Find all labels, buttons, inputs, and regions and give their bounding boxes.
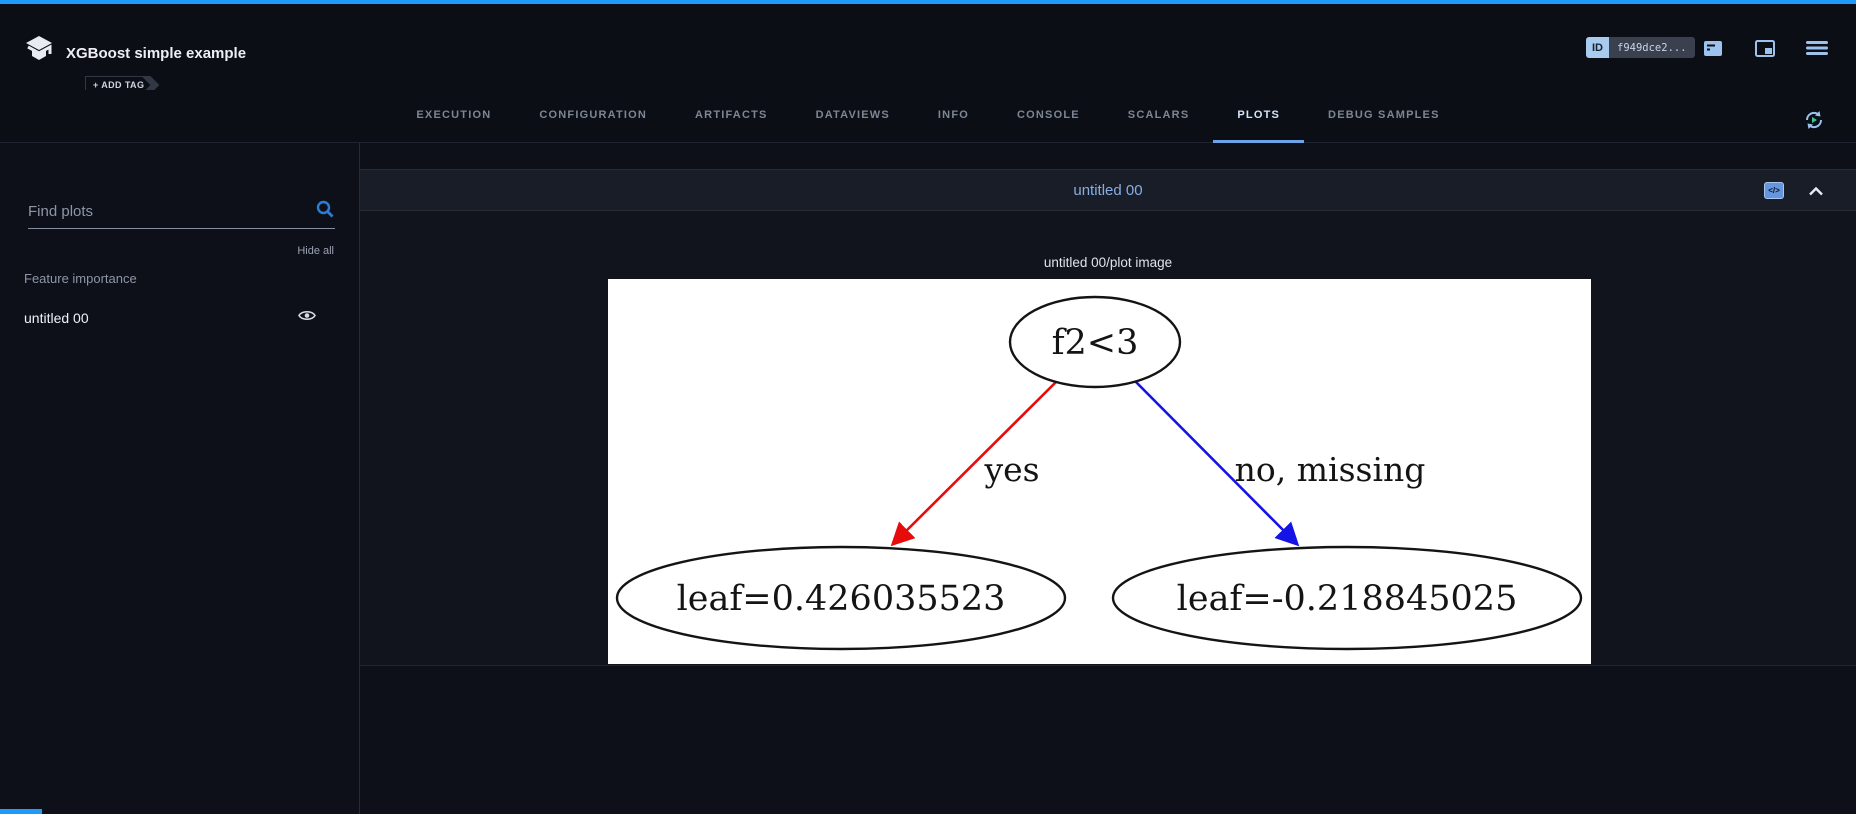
experiment-title: XGBoost simple example: [66, 45, 247, 62]
tab-execution[interactable]: EXECUTION: [416, 109, 492, 121]
comment-icon[interactable]: [1700, 37, 1726, 59]
hide-all-link[interactable]: Hide all: [297, 245, 334, 257]
auto-refresh-icon[interactable]: [1802, 108, 1826, 132]
plot-panel-title: untitled 00: [1073, 181, 1143, 199]
tab-scalars[interactable]: SCALARS: [1127, 109, 1190, 121]
layout-panel-icon[interactable]: [1752, 37, 1778, 59]
edge-yes: [890, 381, 1057, 547]
plots-sidebar: Hide all Feature importance untitled 00: [0, 143, 360, 814]
content-area: Hide all Feature importance untitled 00 …: [0, 143, 1856, 814]
tab-console[interactable]: CONSOLE: [1017, 109, 1080, 121]
plot-search-row: [28, 195, 335, 229]
edge-label-no-missing: no, missing: [1235, 450, 1426, 489]
tree-leaf-left-label: leaf=0.426035523: [677, 579, 1006, 619]
tree-leaf-left: [615, 545, 1067, 651]
edge-label-yes: yes: [983, 450, 1039, 489]
experiment-type-icon: [24, 34, 54, 67]
search-icon[interactable]: [315, 199, 335, 224]
eye-icon[interactable]: [298, 309, 316, 327]
tab-bar: EXECUTION CONFIGURATION ARTIFACTS DATAVI…: [0, 90, 1856, 143]
id-value: f949dce2...: [1609, 37, 1695, 58]
id-label: ID: [1586, 37, 1609, 58]
tree-root-label: f2<3: [1052, 323, 1139, 363]
tab-plots[interactable]: PLOTS: [1213, 90, 1305, 143]
tree-leaf-right: [1111, 545, 1583, 651]
add-tag-button[interactable]: + ADD TAG: [85, 76, 159, 94]
plot-group-label: Feature importance: [24, 271, 137, 286]
tab-info[interactable]: INFO: [937, 109, 969, 121]
embed-code-icon[interactable]: </>: [1764, 182, 1784, 199]
plot-card: untitled 00/plot image: [360, 211, 1856, 666]
plot-panel-header: untitled 00 </>: [360, 169, 1856, 211]
tree-root-node: [1008, 295, 1182, 389]
menu-icon[interactable]: [1804, 37, 1830, 59]
plot-image-title: untitled 00/plot image: [1043, 255, 1173, 270]
tab-debug-samples[interactable]: DEBUG SAMPLES: [1328, 109, 1440, 121]
chevron-up-icon[interactable]: [1806, 181, 1826, 201]
tab-configuration[interactable]: CONFIGURATION: [539, 109, 648, 121]
horizontal-scrollbar-thumb[interactable]: [0, 809, 42, 814]
experiment-header: XGBoost simple example + ADD TAG ID f949…: [0, 4, 1856, 90]
experiment-id-chip[interactable]: ID f949dce2...: [1586, 37, 1695, 58]
plots-main-panel: untitled 00 </> untitled 00/plot image: [360, 143, 1856, 814]
tree-leaf-right-label: leaf=-0.218845025: [1177, 579, 1518, 619]
tab-dataviews[interactable]: DATAVIEWS: [815, 109, 890, 121]
edge-no-missing: [1135, 381, 1300, 547]
decision-tree-diagram: yes no, missing f2<3 leaf=0.426035523 le…: [615, 295, 1583, 651]
plot-item-label: untitled 00: [24, 310, 89, 326]
plot-image[interactable]: yes no, missing f2<3 leaf=0.426035523 le…: [608, 279, 1591, 664]
tab-artifacts[interactable]: ARTIFACTS: [695, 109, 768, 121]
sidebar-item-untitled-00[interactable]: untitled 00: [0, 301, 360, 335]
search-input[interactable]: [28, 203, 315, 220]
